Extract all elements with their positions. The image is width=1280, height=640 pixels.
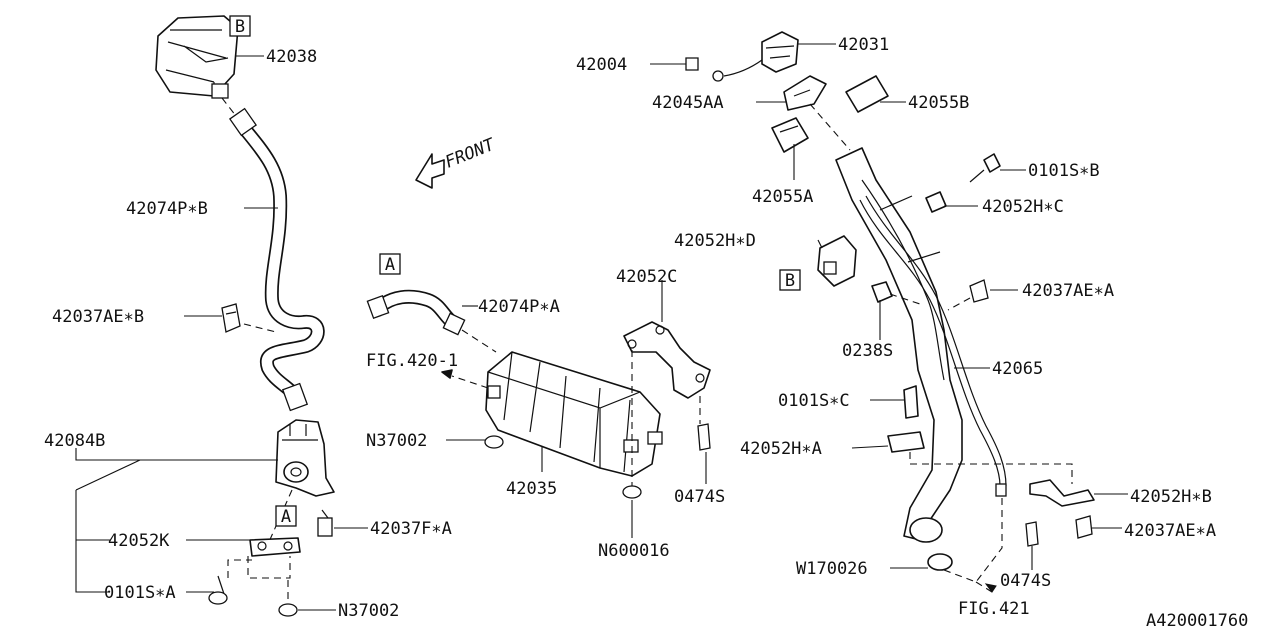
clip-42037AE-A-bottom <box>1075 515 1093 539</box>
callout-42074P-B: 42074P∗B <box>126 199 208 219</box>
nut-N37002-mid <box>484 435 504 449</box>
bolt-0101S-A <box>208 575 228 605</box>
bolt-0101S-C <box>903 385 919 419</box>
bolt-0101S-B <box>969 153 1001 183</box>
callout-42045AA: 42045AA <box>652 93 724 113</box>
stud-0474S-mid <box>697 423 711 451</box>
callout-42037AE-A-top: 42037AE∗A <box>1022 281 1114 301</box>
callout-0101S-B: 0101S∗B <box>1028 161 1100 181</box>
arrow-fig420-1 <box>441 369 489 389</box>
clip-42037AE-A-top <box>969 279 989 303</box>
callout-42052H-A: 42052H∗A <box>740 439 822 459</box>
bracket-42052K <box>249 537 301 557</box>
callout-42037AE-A-bottom: 42037AE∗A <box>1124 521 1216 541</box>
nut-N600016 <box>622 485 642 499</box>
fuel-cap-42031 <box>723 31 799 77</box>
hose-42074P-A <box>366 289 466 336</box>
svg-text:B: B <box>235 17 245 37</box>
callout-0238S: 0238S <box>842 341 893 361</box>
front-direction-arrow <box>415 153 445 189</box>
callout-42037AE-B: 42037AE∗B <box>52 307 144 327</box>
callout-FIG420-1: FIG.420-1 <box>366 351 458 371</box>
svg-text:B: B <box>785 271 795 291</box>
hose-42074P-B <box>228 107 325 412</box>
svg-text:A: A <box>385 255 395 275</box>
callout-42031: 42031 <box>838 35 889 55</box>
ref-box-a-center: A <box>379 253 401 275</box>
callout-42084B: 42084B <box>44 431 105 451</box>
ref-box-b-top: B <box>229 15 251 37</box>
callout-0474S-mid: 0474S <box>674 487 725 507</box>
svg-text:A: A <box>281 507 291 527</box>
stud-0474S-right <box>1025 521 1039 547</box>
callout-42037F-A: 42037F∗A <box>370 519 452 539</box>
canister-42035 <box>485 351 663 477</box>
bracket-42052H-D <box>817 235 857 287</box>
bracket-42052C <box>623 321 711 399</box>
callout-42052H-C: 42052H∗C <box>982 197 1064 217</box>
arrow-fig421 <box>943 498 1003 593</box>
callout-42035: 42035 <box>506 479 557 499</box>
ref-box-a-left: A <box>275 505 297 527</box>
callout-0474S-right: 0474S <box>1000 571 1051 591</box>
callout-42052K: 42052K <box>108 531 170 551</box>
part-42084B <box>275 419 335 497</box>
callout-W170026: W170026 <box>796 559 868 579</box>
callout-N37002-mid: N37002 <box>366 431 427 451</box>
nut-0238S <box>871 281 893 303</box>
callout-42055A: 42055A <box>752 187 813 207</box>
front-label: FRONT <box>442 134 499 172</box>
clip-42004 <box>685 57 724 82</box>
bracket-42052H-B <box>1029 479 1095 507</box>
nut-N37002-bottom <box>278 580 298 617</box>
bracket-42052H-A <box>887 431 925 453</box>
breather-tube <box>859 195 1007 497</box>
callout-42052H-D: 42052H∗D <box>674 231 756 251</box>
part-42045AA <box>783 75 827 111</box>
leader-lines <box>75 43 1128 611</box>
clip-42037AE-B <box>221 303 241 333</box>
diagram-id: A420001760 <box>1146 611 1248 631</box>
callout-42074P-A: 42074P∗A <box>478 297 560 317</box>
filler-pipe-42065 <box>835 147 963 571</box>
callout-42052H-B: 42052H∗B <box>1130 487 1212 507</box>
part-42038-valve <box>155 15 239 99</box>
clip-42052H-C <box>925 191 947 213</box>
clip-42037F-A <box>317 509 333 537</box>
part-42055A <box>771 117 809 153</box>
label-42055B <box>845 75 889 113</box>
callout-42055B: 42055B <box>908 93 969 113</box>
callout-0101S-A: 0101S∗A <box>104 583 176 603</box>
callout-0101S-C: 0101S∗C <box>778 391 850 411</box>
callout-42065: 42065 <box>992 359 1043 379</box>
ref-box-b-right: B <box>779 269 801 291</box>
callout-FIG421: FIG.421 <box>958 599 1030 619</box>
callout-42038: 42038 <box>266 47 317 67</box>
callout-N37002-bottom: N37002 <box>338 601 399 621</box>
callout-42004: 42004 <box>576 55 627 75</box>
callout-N600016: N600016 <box>598 541 670 561</box>
callout-42052C: 42052C <box>616 267 677 287</box>
